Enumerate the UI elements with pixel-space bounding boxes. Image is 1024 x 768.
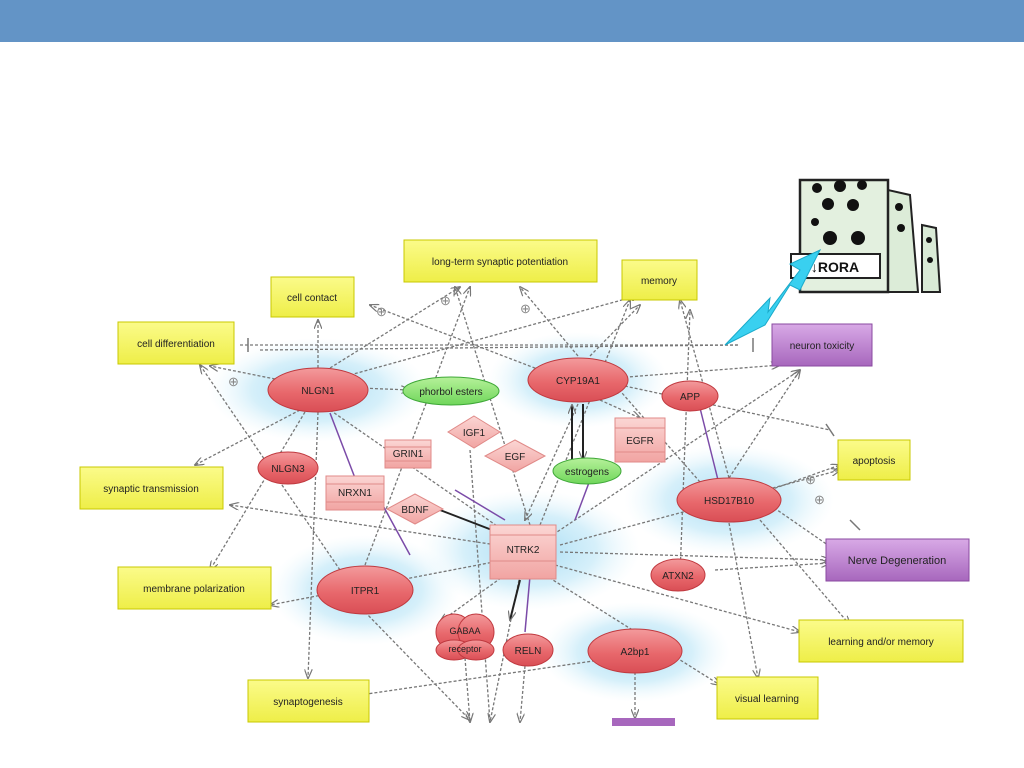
rora-building-illustration: ↓RORA xyxy=(724,178,942,346)
gene-label: ATXN2 xyxy=(662,571,694,582)
gene-label: NLGN3 xyxy=(271,464,305,475)
gene-label: EGF xyxy=(505,452,526,463)
process-memory: memory xyxy=(621,259,698,301)
lightning-bolt-icon xyxy=(724,248,822,346)
gene-igf1: IGF1 xyxy=(447,415,501,449)
gene-label: IGF1 xyxy=(463,428,486,439)
process-apoptosis: apoptosis xyxy=(837,439,911,481)
gene-label: ITPR1 xyxy=(351,586,380,597)
gene-itpr1: ITPR1 xyxy=(316,565,414,615)
plus-mark: ⊕ xyxy=(805,472,816,487)
chemical-phorbol-esters: phorbol esters xyxy=(402,376,500,406)
rora-label: ↓RORA xyxy=(811,259,859,275)
gene-egf: EGF xyxy=(483,439,547,473)
plus-signs: ⊕ ⊕ ⊕ ⊕ ⊕ ⊕ xyxy=(228,293,825,507)
process-label: membrane polarization xyxy=(143,584,245,595)
process-label: synaptogenesis xyxy=(273,697,343,708)
process-long-term-potentiation: long-term synaptic potentiation xyxy=(403,239,598,283)
gene-label: RELN xyxy=(515,646,542,657)
process-label: synaptic transmission xyxy=(103,484,199,495)
gene-nodes: NLGN1 CYP19A1 APP NLGN3 HSD17B10 ITPR1 A… xyxy=(257,357,782,674)
gene-grin1: GRIN1 xyxy=(384,439,432,469)
gene-label: receptor xyxy=(448,644,481,654)
gene-label: GRIN1 xyxy=(393,449,424,460)
process-learning-memory: learning and/or memory xyxy=(798,619,964,663)
chemical-label: phorbol esters xyxy=(419,387,482,398)
gene-nlgn1: NLGN1 xyxy=(267,367,369,413)
process-label: learning and/or memory xyxy=(828,637,934,648)
top-banner xyxy=(0,0,1024,42)
gene-label: BDNF xyxy=(401,505,428,516)
gene-hsd17b10: HSD17B10 xyxy=(676,477,782,523)
gene-label: GABAA xyxy=(449,626,480,636)
chemical-nodes: phorbol esters estrogens xyxy=(402,376,622,485)
disease-label: Nerve Degeneration xyxy=(848,555,946,567)
gene-label: CYP19A1 xyxy=(556,376,600,387)
plus-mark: ⊕ xyxy=(228,374,239,389)
process-label: visual learning xyxy=(735,694,799,705)
gene-cyp19a1: CYP19A1 xyxy=(527,357,629,403)
pink-nodes: GRIN1 NRXN1 EGFR NTRK2 IGF1 EGF xyxy=(325,415,666,580)
disease-label: neuron toxicity xyxy=(790,341,854,352)
gene-label: APP xyxy=(680,392,700,403)
process-label: memory xyxy=(641,276,677,287)
gene-label: NRXN1 xyxy=(338,488,372,499)
plus-mark: ⊕ xyxy=(376,304,387,319)
process-label: apoptosis xyxy=(853,456,896,467)
process-label: cell contact xyxy=(287,293,337,304)
disease-box-partial xyxy=(612,718,675,726)
process-boxes: long-term synaptic potentiation cell con… xyxy=(79,239,964,723)
plus-mark: ⊕ xyxy=(814,492,825,507)
process-label: cell differentiation xyxy=(137,339,215,350)
gene-label: EGFR xyxy=(626,436,654,447)
process-label: long-term synaptic potentiation xyxy=(432,257,568,268)
inhibition-marks xyxy=(247,338,861,531)
plus-mark: ⊕ xyxy=(440,293,451,308)
gene-gabaa-receptor: GABAA receptor xyxy=(435,613,495,661)
gene-ntrk2: NTRK2 xyxy=(489,524,557,580)
gene-label: A2bp1 xyxy=(621,647,650,658)
gene-bdnf: BDNF xyxy=(385,493,445,525)
chemical-estrogens: estrogens xyxy=(552,457,622,485)
disease-boxes: neuron toxicity Nerve Degeneration xyxy=(612,323,970,726)
gene-label: HSD17B10 xyxy=(704,496,754,507)
gene-app: APP xyxy=(661,380,719,412)
plus-mark: ⊕ xyxy=(520,301,531,316)
process-visual-learning: visual learning xyxy=(716,676,819,720)
purple-edges xyxy=(329,407,719,633)
process-membrane-polarization: membrane polarization xyxy=(117,566,272,610)
gene-reln: RELN xyxy=(502,633,554,667)
disease-nerve-degeneration: Nerve Degeneration xyxy=(825,538,970,582)
disease-neuron-toxicity: neuron toxicity xyxy=(771,323,873,367)
gene-atxn2: ATXN2 xyxy=(650,558,706,592)
process-synaptic-transmission: synaptic transmission xyxy=(79,466,224,510)
process-synaptogenesis: synaptogenesis xyxy=(247,679,370,723)
process-cell-differentiation: cell differentiation xyxy=(117,321,235,365)
gene-nlgn3: NLGN3 xyxy=(257,451,319,485)
gene-label: NTRK2 xyxy=(507,545,540,556)
gene-a2bp1: A2bp1 xyxy=(587,628,683,674)
gene-label: NLGN1 xyxy=(301,386,335,397)
chemical-label: estrogens xyxy=(565,467,609,478)
process-cell-contact: cell contact xyxy=(270,276,355,318)
gene-egfr: EGFR xyxy=(614,417,666,463)
gene-nrxn1: NRXN1 xyxy=(325,475,385,511)
